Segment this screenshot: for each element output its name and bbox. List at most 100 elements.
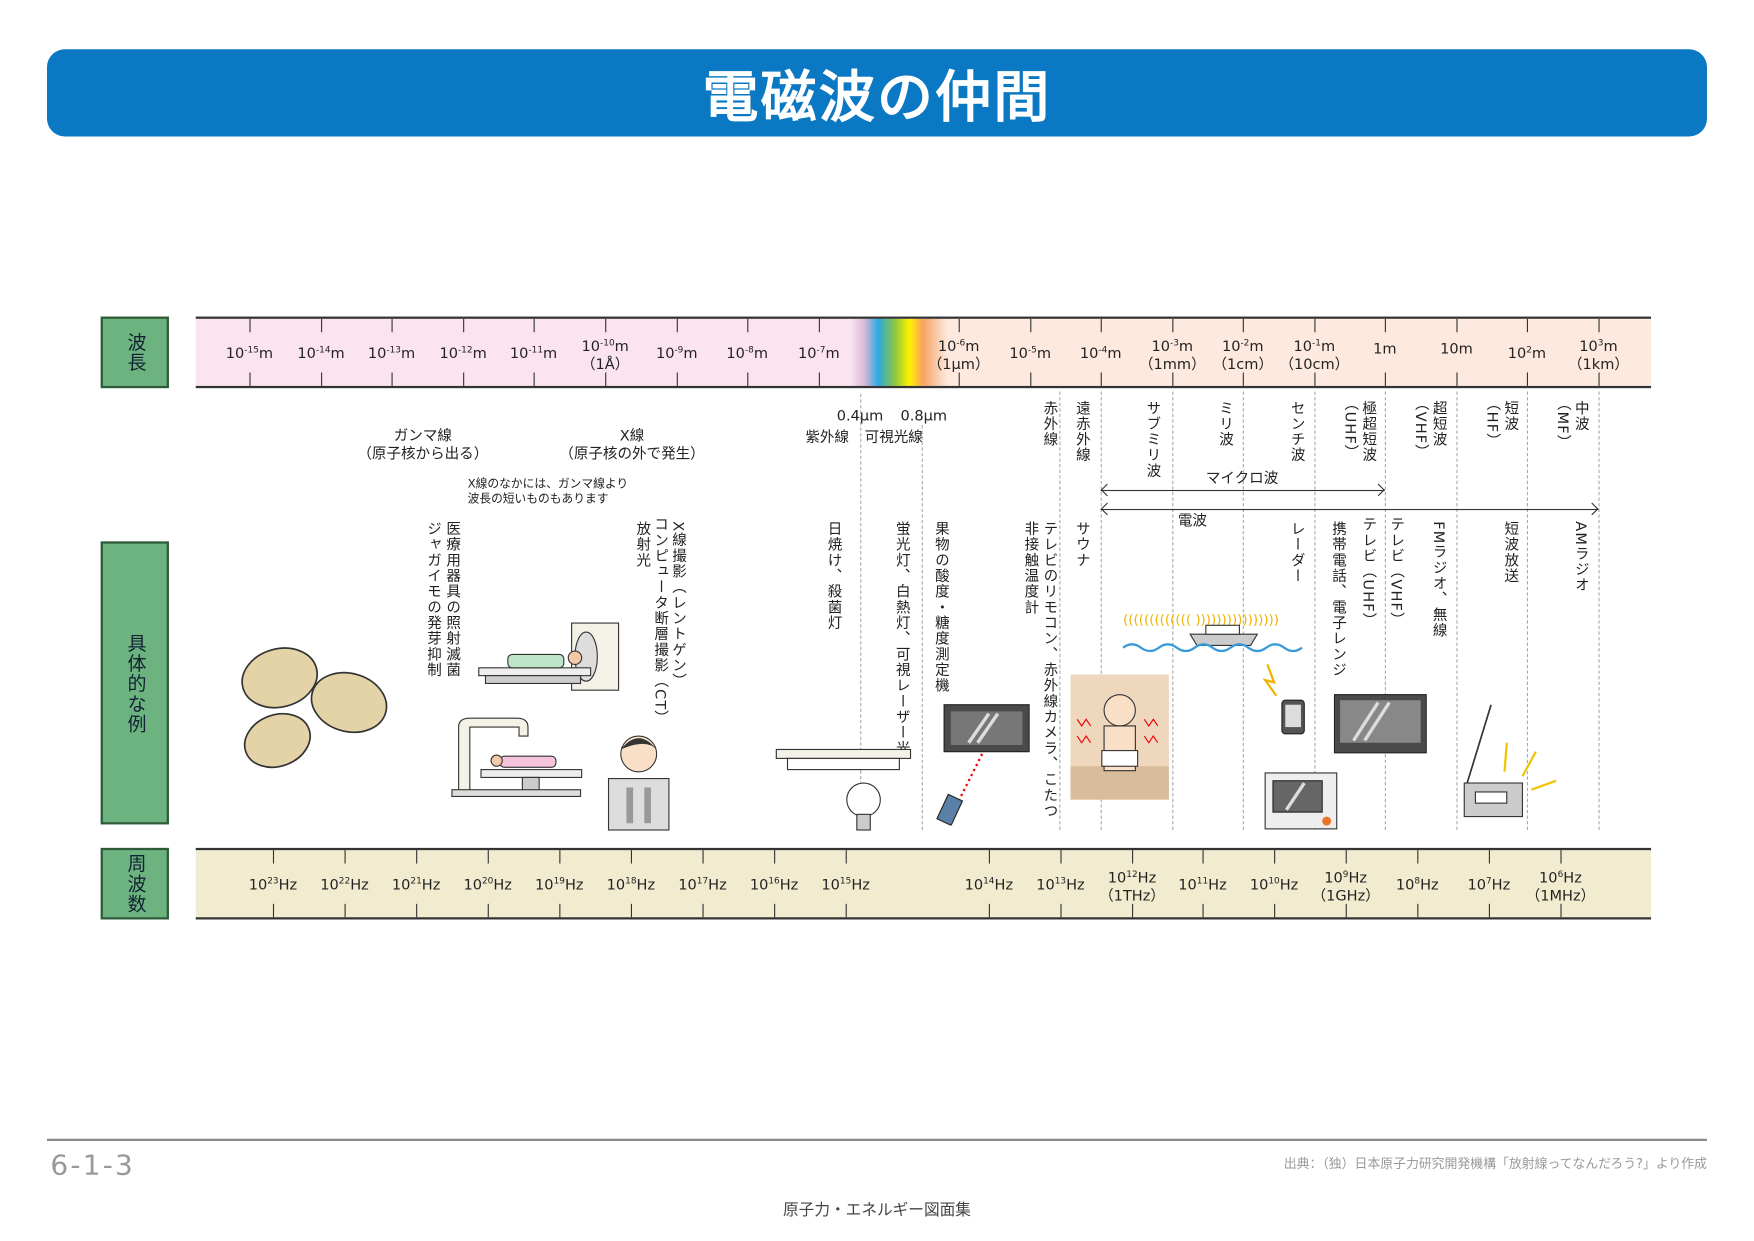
frequency-tick-mark: [1132, 903, 1134, 918]
frequency-tick-mark: [988, 850, 990, 864]
wavelength-tick-label: 1m: [1373, 341, 1397, 358]
band-boundary-dashed-line: [1314, 391, 1316, 831]
frequency-tick-label: 108Hz: [1395, 875, 1439, 894]
potatoes-illustration: [241, 647, 388, 769]
frequency-tick-mark: [630, 903, 633, 918]
wavelength-tick-mark: [1598, 318, 1600, 333]
frequency-tick-label: 1022Hz: [320, 875, 369, 894]
wavelength-tick-label: 10-4m: [1079, 344, 1122, 363]
frequency-tick-label: 1020Hz: [463, 875, 512, 894]
svg-text:((((((((((((( )))))))))))))))): ((((((((((((( )))))))))))))))): [1123, 613, 1279, 628]
wavelength-tick-mark: [1526, 372, 1529, 386]
wavelength-tick-mark: [1314, 318, 1316, 333]
wavelength-tick-mark: [1242, 318, 1244, 333]
frequency-tick-label: 109Hz（1GHz）: [1311, 869, 1380, 905]
band-boundary-dashed-line: [1172, 391, 1174, 831]
frequency-tick-label: 1010Hz: [1249, 875, 1299, 894]
source-credit: 出典：（独）日本原子力研究開発機構「放射線ってなんだろう?」より作成: [1283, 1155, 1707, 1172]
wavelength-tick-mark: [958, 372, 960, 386]
label-gamma: ガンマ線（原子核から出る）: [356, 428, 490, 464]
label-millimeter: ミリ波: [1215, 400, 1233, 448]
frequency-tick-mark: [1060, 850, 1062, 864]
wavelength-tick-mark: [605, 318, 607, 333]
label-uv: 紫外線: [805, 429, 850, 447]
xray-remark-line1: X線のなかには、ガンマ線より: [467, 477, 629, 492]
example-label: 非接触温度計: [1021, 521, 1039, 616]
wavelength-tick-mark: [249, 318, 251, 333]
label-mf: 中波: [1571, 400, 1589, 432]
wavelength-tick-mark: [533, 372, 535, 386]
wavelength-tick-label: 103m（1km）: [1568, 337, 1629, 374]
xray-remark: X線のなかには、ガンマ線より波長の短いものもあります: [468, 478, 629, 507]
wavelength-label-text: 波長: [123, 332, 146, 373]
label-uhf: 極超短波: [1359, 400, 1376, 464]
example-label: 短波放送: [1501, 521, 1518, 584]
wavelength-tick-label: 10-2m（1cm）: [1212, 337, 1274, 374]
wavelength-tick-mark: [1456, 372, 1458, 386]
xray-patient-illustration: [607, 735, 670, 831]
wavelength-tick-mark: [747, 318, 749, 333]
label-vhf: 超短波: [1429, 400, 1447, 448]
wavelength-tick-label: 10-9m: [655, 344, 698, 363]
example-label: サウナ: [1072, 521, 1090, 569]
tv-remote-illustration: [936, 704, 1030, 826]
label-centimeter: センチ波: [1287, 400, 1305, 464]
wavelength-tick-label: 10-11m: [509, 344, 558, 363]
band-boundary-dashed-line: [1242, 391, 1244, 831]
frequency-tick-mark: [1560, 850, 1562, 864]
frequency-tick-label: 1021Hz: [391, 875, 441, 894]
example-label: コンピュータ断層撮影（CT）: [651, 516, 668, 727]
band-boundary-dashed-line: [1100, 391, 1102, 831]
wavelength-tick-label: 10-12m: [439, 344, 487, 363]
microwave-range-arrow: [1100, 489, 1385, 492]
book-title: 原子力・エネルギー図面集: [783, 1201, 971, 1220]
frequency-tick-mark: [1060, 903, 1062, 918]
label-infrared: 赤外線: [1040, 400, 1058, 448]
frequency-tick-label: 1023Hz: [248, 875, 298, 894]
wavelength-tick-mark: [1456, 318, 1458, 333]
examples-label-text: 具体的な例: [123, 632, 146, 734]
frequency-tick-mark: [1274, 903, 1276, 918]
example-label: 蛍光灯、白熱灯、可視レーザー光: [892, 521, 910, 757]
frequency-tick-mark: [845, 903, 847, 918]
wavelength-tick-mark: [321, 318, 323, 333]
xray-text: X線: [619, 428, 645, 446]
wavelength-tick-label: 10-6m（1μm）: [927, 337, 990, 374]
frequency-tick-label: 1012Hz（1THz）: [1099, 869, 1165, 905]
frequency-tick-mark: [272, 903, 275, 918]
wavelength-tick-mark: [1100, 318, 1102, 333]
wavelength-tick-mark: [958, 318, 960, 333]
gamma-note: （原子核から出る）: [357, 446, 489, 464]
title-bar: 電磁波の仲間: [46, 49, 1707, 137]
page-number: 6-1-3: [50, 1148, 136, 1182]
frequency-tick-label: 1011Hz: [1178, 875, 1227, 894]
frequency-tick-mark: [774, 903, 776, 918]
wavelength-tick-mark: [463, 318, 465, 333]
example-label: 放射光: [633, 521, 650, 569]
wavelength-tick-label: 10-3m（1mm）: [1138, 337, 1206, 374]
wavelength-tick-mark: [1242, 372, 1244, 386]
wavelength-tick-mark: [533, 318, 535, 333]
label-mf-abbr: （MF）: [1553, 395, 1571, 451]
wavelength-tick-label: 10-7m: [798, 344, 840, 363]
frequency-tick-mark: [630, 850, 633, 864]
label-xray: X線（原子核の外で発生）: [559, 428, 704, 464]
wavelength-tick-mark: [249, 372, 251, 386]
frequency-tick-label: 1018Hz: [606, 875, 656, 894]
frequency-tick-mark: [1488, 850, 1490, 864]
frequency-tick-mark: [559, 903, 561, 918]
example-label: レーダー: [1287, 521, 1305, 584]
wavelength-tick-mark: [818, 318, 820, 333]
wavelength-tick-mark: [321, 372, 323, 386]
wavelength-tick-mark: [1526, 318, 1529, 333]
xray-note: （原子核の外で発生）: [559, 446, 705, 464]
frequency-tick-mark: [1488, 903, 1490, 918]
wavelength-tick-mark: [1100, 372, 1102, 386]
label-submillimeter: サブミリ波: [1143, 400, 1160, 479]
frequency-tick-label: 106Hz（1MHz）: [1525, 869, 1596, 905]
irradiation-device-illustration: [451, 717, 583, 798]
wavelength-tick-mark: [676, 372, 678, 386]
band-boundary-dashed-line: [1059, 391, 1061, 831]
